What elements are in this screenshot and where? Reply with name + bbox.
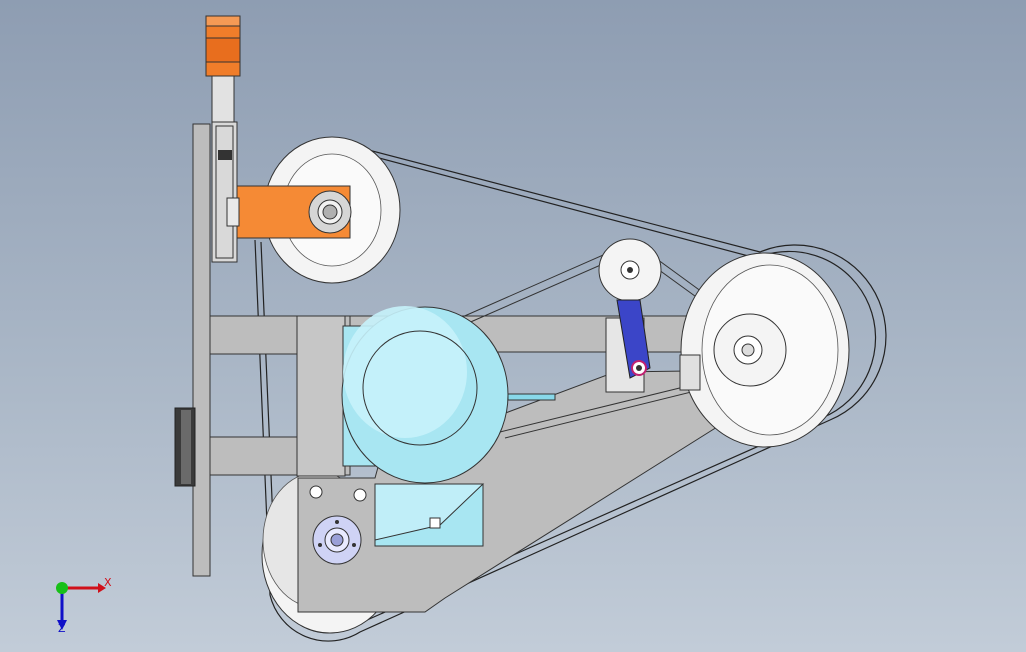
frame-hole-2 (353, 488, 367, 502)
motor-mount-bracket[interactable] (226, 185, 352, 239)
motor-shaft-key (507, 393, 556, 401)
z-axis-label: Z (58, 622, 66, 635)
electric-motor[interactable] (341, 306, 556, 484)
y-axis-marker (56, 582, 68, 594)
servo-motor[interactable] (205, 15, 241, 123)
mount-knob-highlight (181, 410, 191, 484)
linear-slide[interactable] (211, 121, 238, 263)
motor-base-mount[interactable] (374, 483, 485, 547)
frame-hole-1 (309, 485, 323, 499)
drive-hub[interactable] (679, 313, 787, 391)
tension-arm[interactable] (605, 299, 651, 393)
shaft-flange[interactable] (312, 515, 362, 565)
x-axis-label: X (104, 576, 112, 589)
